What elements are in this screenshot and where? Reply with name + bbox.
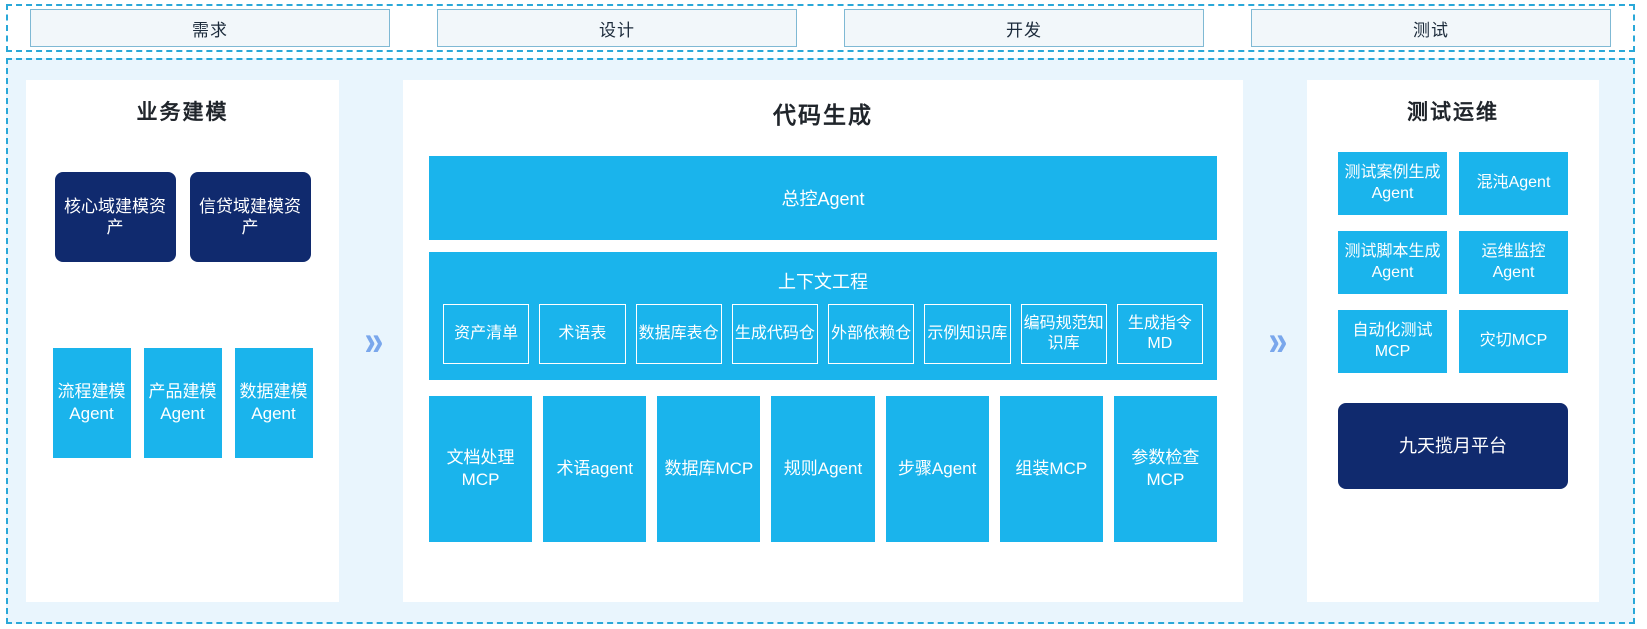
asset-core-domain[interactable]: 核心域建模资产 [54, 172, 176, 262]
agent-data-modeling[interactable]: 数据建模Agent [234, 348, 313, 458]
phase-label: 需求 [192, 20, 228, 40]
phase-label: 设计 [599, 20, 635, 40]
testops-test-script-generation-agent[interactable]: 测试脚本生成Agent [1338, 231, 1447, 294]
panel-code-generation: 代码生成 总控Agent 上下文工程 资产清单 术语表 数据库表仓 生成代码仓 … [403, 80, 1243, 602]
platform-wrapper: 九天揽月平台 [1338, 403, 1568, 489]
testops-test-case-generation-agent[interactable]: 测试案例生成Agent [1338, 152, 1447, 215]
testops-chaos-agent[interactable]: 混沌Agent [1459, 152, 1568, 215]
context-item-generated-code-repo[interactable]: 生成代码仓 [731, 304, 818, 364]
panel-title-test-ops: 测试运维 [1407, 101, 1499, 124]
phase-box-design[interactable]: 设计 [437, 9, 797, 47]
tool-terminology-agent[interactable]: 术语agent [543, 396, 647, 542]
context-item-example-knowledge-base[interactable]: 示例知识库 [924, 304, 1011, 364]
tools-row: 文档处理MCP 术语agent 数据库MCP 规则Agent 步骤Agent 组… [429, 396, 1217, 542]
testops-disaster-recovery-mcp[interactable]: 灾切MCP [1459, 310, 1568, 373]
phase-box-requirements[interactable]: 需求 [30, 9, 390, 47]
business-agents-row: 流程建模Agent 产品建模Agent 数据建模Agent [52, 348, 313, 458]
tool-database-mcp[interactable]: 数据库MCP [657, 396, 761, 542]
arrow-mid-to-right: » [1243, 80, 1307, 602]
context-items-row: 资产清单 术语表 数据库表仓 生成代码仓 外部依赖仓 示例知识库 编码规范知识库… [443, 304, 1203, 364]
code-generation-body: 总控Agent 上下文工程 资产清单 术语表 数据库表仓 生成代码仓 外部依赖仓… [429, 156, 1217, 542]
phase-label: 开发 [1006, 20, 1042, 40]
context-engineering-title: 上下文工程 [778, 272, 868, 292]
testops-monitoring-agent[interactable]: 运维监控Agent [1459, 231, 1568, 294]
main-region: 业务建模 核心域建模资产 信贷域建模资产 流程建模Agent 产品建模Agent… [6, 58, 1635, 624]
panel-test-ops: 测试运维 测试案例生成Agent 混沌Agent 测试脚本生成Agent 运维监… [1307, 80, 1599, 602]
tool-assembly-mcp[interactable]: 组装MCP [999, 396, 1103, 542]
phase-label: 测试 [1413, 20, 1449, 40]
platform-jiutian-lanyue[interactable]: 九天揽月平台 [1338, 403, 1568, 489]
agent-product-modeling[interactable]: 产品建模Agent [143, 348, 222, 458]
master-control-agent-banner[interactable]: 总控Agent [429, 156, 1217, 240]
phase-box-development[interactable]: 开发 [844, 9, 1204, 47]
context-item-external-dependency-repo[interactable]: 外部依赖仓 [828, 304, 915, 364]
arrow-left-to-mid: » [339, 80, 403, 602]
tool-step-agent[interactable]: 步骤Agent [885, 396, 989, 542]
context-item-asset-inventory[interactable]: 资产清单 [443, 304, 530, 364]
tool-rule-agent[interactable]: 规则Agent [771, 396, 875, 542]
context-engineering-block: 上下文工程 资产清单 术语表 数据库表仓 生成代码仓 外部依赖仓 示例知识库 编… [429, 252, 1217, 380]
testops-automated-test-mcp[interactable]: 自动化测试MCP [1338, 310, 1447, 373]
context-item-glossary[interactable]: 术语表 [539, 304, 626, 364]
context-item-coding-standards-kb[interactable]: 编码规范知识库 [1020, 304, 1107, 364]
double-chevron-right-icon: » [1268, 317, 1288, 365]
tool-document-processing-mcp[interactable]: 文档处理MCP [429, 396, 533, 542]
asset-credit-domain[interactable]: 信贷域建模资产 [189, 172, 311, 262]
panel-business-modeling: 业务建模 核心域建模资产 信贷域建模资产 流程建模Agent 产品建模Agent… [26, 80, 339, 602]
agent-process-modeling[interactable]: 流程建模Agent [52, 348, 131, 458]
double-chevron-right-icon: » [364, 317, 384, 365]
tool-parameter-check-mcp[interactable]: 参数检查MCP [1113, 396, 1217, 542]
test-ops-grid: 测试案例生成Agent 混沌Agent 测试脚本生成Agent 运维监控Agen… [1338, 152, 1568, 373]
context-item-generation-instruction-md[interactable]: 生成指令MD [1116, 304, 1203, 364]
panel-title-code-generation: 代码生成 [773, 102, 873, 128]
context-item-db-table-repo[interactable]: 数据库表仓 [635, 304, 722, 364]
phase-box-testing[interactable]: 测试 [1251, 9, 1611, 47]
panel-title-business-modeling: 业务建模 [136, 101, 229, 124]
phase-strip: 需求 设计 开发 测试 [6, 4, 1635, 52]
business-assets-row: 核心域建模资产 信贷域建模资产 [54, 172, 311, 262]
